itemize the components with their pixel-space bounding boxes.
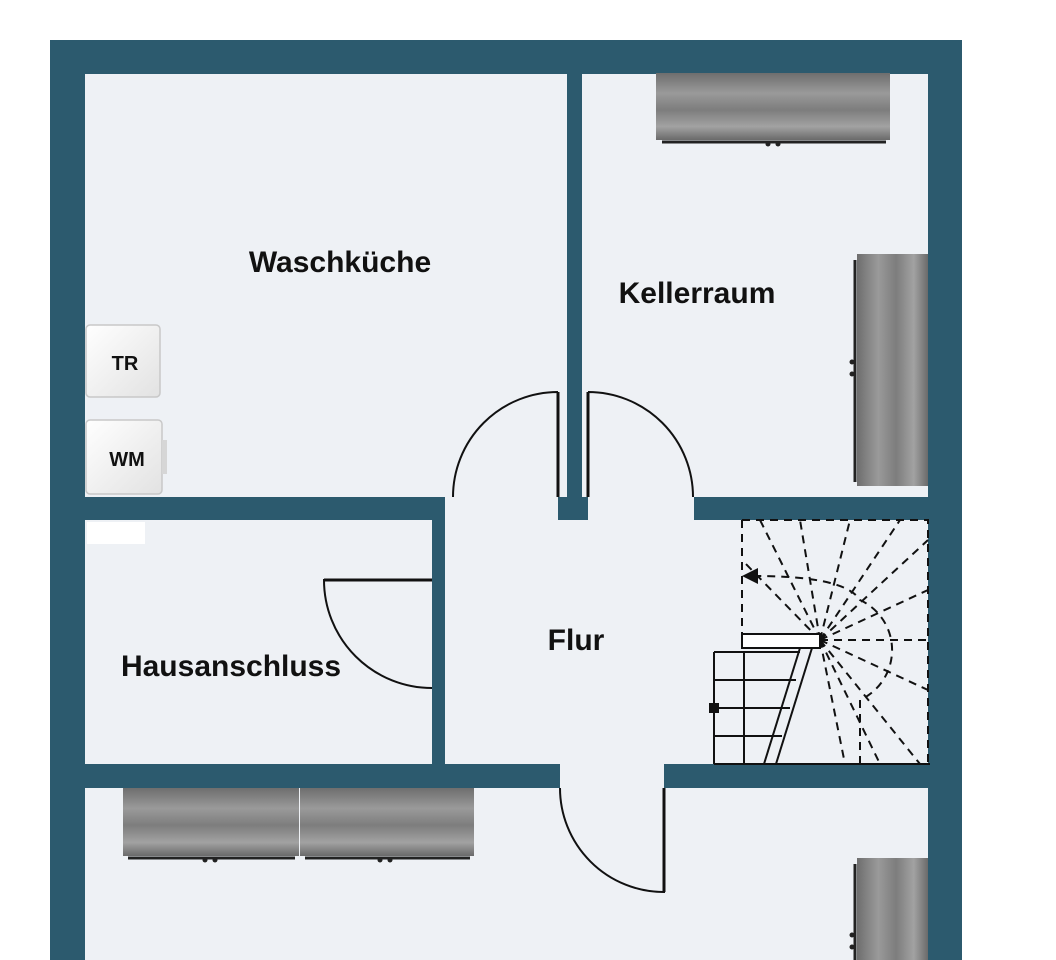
floor-waschkueche — [85, 74, 567, 497]
room-label-kellerraum: Kellerraum — [619, 277, 776, 310]
shelf-kellerraum-top — [656, 73, 890, 147]
wall-hausanschluss-right-top — [432, 520, 445, 580]
staircase — [709, 519, 930, 765]
furniture — [123, 73, 928, 960]
wall-stub-center — [558, 497, 588, 520]
stair-walkline — [754, 575, 894, 764]
stair-landing-bar — [741, 633, 821, 649]
shelf-bottom-middle — [300, 788, 474, 863]
door-hausanschluss — [322, 579, 433, 689]
washing-machine-label: WM — [109, 449, 145, 471]
wall-bottom-left — [85, 764, 560, 788]
shelf-kellerraum-right — [849, 254, 928, 486]
stair-dashed-treads — [741, 519, 929, 765]
room-label-waschkueche: Waschküche — [249, 246, 431, 279]
floor-flur-main — [445, 520, 928, 767]
wall-opening — [87, 522, 145, 544]
room-label-flur: Flur — [548, 624, 605, 657]
door-bottom — [559, 787, 665, 894]
shelf-bottom-right — [849, 858, 928, 960]
dryer-label: TR — [112, 353, 139, 375]
floors — [85, 74, 928, 960]
wall-vertical-upper — [567, 74, 582, 497]
floor-hausanschluss — [85, 520, 432, 764]
shelf-bottom-left — [123, 788, 299, 863]
stair-handrail-knob — [709, 703, 719, 713]
wall-hausanschluss-right-bottom — [432, 688, 445, 766]
stair-arrow-head — [742, 568, 758, 584]
appliance-washing-machine: WM — [85, 419, 167, 495]
wall-bottom-right — [664, 764, 928, 788]
room-label-hausanschluss: Hausanschluss — [121, 650, 341, 683]
interior-walls — [85, 74, 928, 788]
appliance-dryer: TR — [85, 324, 161, 398]
door-leaves — [324, 392, 666, 892]
